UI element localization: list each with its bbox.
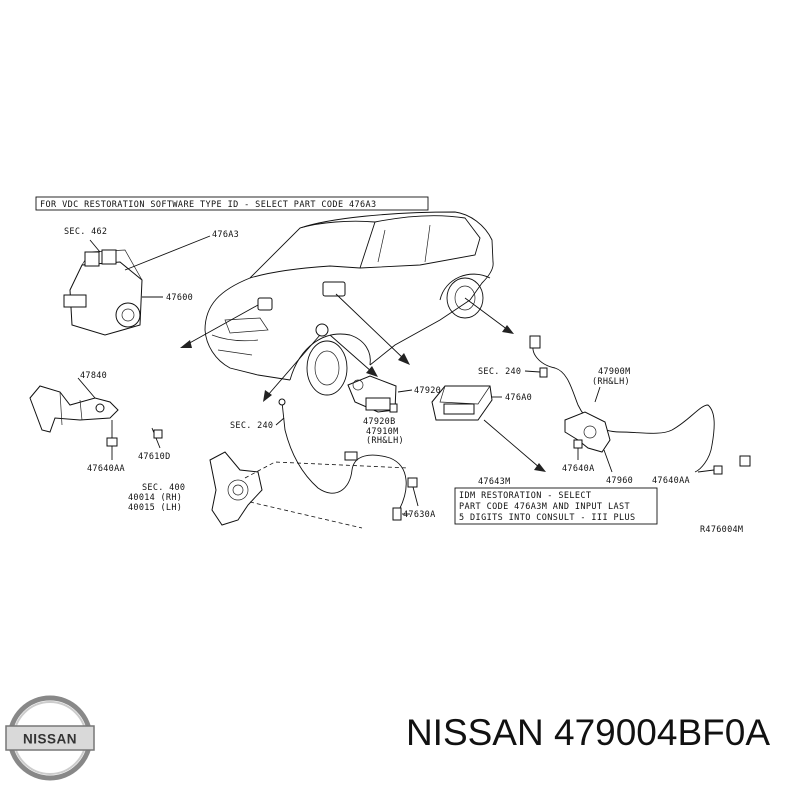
label-47640aa-right: 47640AA [652, 476, 690, 486]
idm-note: 47643M IDM RESTORATION - SELECT PART COD… [454, 477, 658, 525]
label-sec-400: SEC. 400 [142, 483, 185, 493]
label-47920: 47920 [414, 386, 441, 396]
label-47900m-side: (RH&LH) [592, 377, 630, 387]
arrows [180, 293, 546, 472]
label-47840: 47840 [80, 371, 107, 381]
diagram-reference: R476004M [700, 525, 743, 535]
label-476a0: 476A0 [505, 393, 532, 403]
idm-note-line1: IDM RESTORATION - SELECT [459, 491, 591, 501]
label-47910m: 47910M [366, 427, 399, 437]
label-sec-240-left: SEC. 240 [230, 421, 273, 431]
label-47920b: 47920B [363, 417, 396, 427]
vdc-note-text: FOR VDC RESTORATION SOFTWARE TYPE ID - S… [40, 200, 377, 210]
label-47643m: 47643M [478, 477, 511, 487]
rear-wheel-sensor: SEC. 240 47900M (RH&LH) 47640A 47960 476… [478, 335, 751, 486]
label-47610d: 47610D [138, 452, 171, 462]
label-47640aa-left: 47640AA [87, 464, 125, 474]
page-title: NISSAN 479004BF0A [405, 712, 770, 753]
vdc-note: FOR VDC RESTORATION SOFTWARE TYPE ID - S… [35, 196, 429, 211]
logo-text: NISSAN [23, 732, 77, 747]
steering-knuckle: SEC. 400 40014 (RH) 40015 (LH) [128, 451, 409, 529]
label-40014: 40014 (RH) [128, 493, 182, 503]
label-sec-462: SEC. 462 [64, 227, 107, 237]
actuator-bracket: 47840 47640AA 47610D [29, 371, 171, 474]
label-47910m-side: (RH&LH) [366, 436, 404, 446]
label-sec-240-right: SEC. 240 [478, 367, 521, 377]
label-40015: 40015 (LH) [128, 503, 182, 513]
idm-note-line3: 5 DIGITS INTO CONSULT - III PLUS [459, 513, 636, 523]
idm-module: 476A0 [431, 385, 532, 421]
abs-actuator: SEC. 462 476A3 47600 [63, 227, 239, 336]
label-47600: 47600 [166, 293, 193, 303]
label-47960: 47960 [606, 476, 633, 486]
vdc-unit-position [322, 281, 346, 297]
vehicle-outline [204, 211, 494, 396]
front-wheel-sensor: 47920 47920B 47910M (RH&LH) 47630A SEC. … [230, 375, 441, 521]
idm-note-line2: PART CODE 476A3M AND INPUT LAST [459, 502, 630, 512]
label-47900m: 47900M [598, 367, 631, 377]
label-476a3: 476A3 [212, 230, 239, 240]
label-47640a: 47640A [562, 464, 595, 474]
label-47630a: 47630A [403, 510, 436, 520]
nissan-logo-icon: NISSAN [5, 695, 95, 781]
